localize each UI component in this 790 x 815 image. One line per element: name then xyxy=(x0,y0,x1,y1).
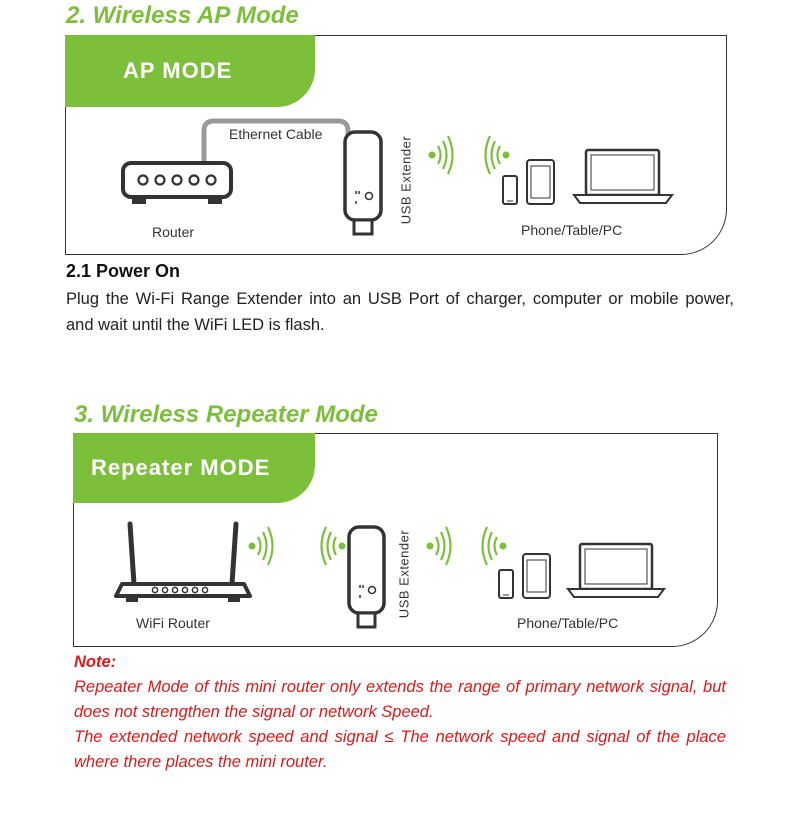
devices-wifi-in-icon xyxy=(481,526,507,566)
phone-icon xyxy=(502,175,518,205)
note-label: Note: xyxy=(74,653,117,671)
laptop-icon xyxy=(566,542,666,598)
devices-label: Phone/Table/PC xyxy=(517,615,619,631)
section-title-repeater: 3. Wireless Repeater Mode xyxy=(74,401,378,428)
laptop-icon xyxy=(572,148,674,204)
router-icon xyxy=(121,161,233,204)
ap-diagram xyxy=(121,118,674,236)
ap-mode-tab-label: AP MODE xyxy=(123,58,233,83)
repeater-diagram xyxy=(114,521,666,629)
tablet-icon xyxy=(522,553,551,599)
power-on-text: Plug the Wi-Fi Range Extender into an US… xyxy=(66,290,734,334)
usb-extender-label: USB Extender xyxy=(396,529,412,619)
repeater-mode-tab: Repeater MODE xyxy=(73,433,315,503)
note-line-2: The extended network speed and signal ≤ … xyxy=(74,728,726,771)
power-on-heading: 2.1 Power On xyxy=(66,261,181,281)
usb-extender-icon xyxy=(347,525,386,629)
ap-mode-panel: AP MODE xyxy=(65,35,727,255)
section-title-ap: 2. Wireless AP Mode xyxy=(66,2,299,29)
extender-wifi-out-icon xyxy=(426,526,452,566)
repeater-mode-panel: Repeater MODE xyxy=(73,433,718,647)
repeater-mode-tab-label: Repeater MODE xyxy=(91,455,271,480)
ethernet-cable-label: Ethernet Cable xyxy=(229,126,323,142)
ethernet-cable xyxy=(201,118,351,164)
note-block: Note: Repeater Mode of this mini router … xyxy=(74,650,726,775)
usb-extender-icon xyxy=(343,130,383,236)
devices-label: Phone/Table/PC xyxy=(521,222,623,238)
phone-icon xyxy=(498,569,514,599)
ap-mode-tab: AP MODE xyxy=(65,35,315,107)
extender-wifi-in-icon xyxy=(320,526,346,566)
wifi-router-label: WiFi Router xyxy=(136,615,210,631)
note-line-1: Repeater Mode of this mini router only e… xyxy=(74,678,726,721)
router-wifi-signal-icon xyxy=(248,526,274,566)
wifi-signal-out-icon xyxy=(428,135,454,175)
usb-extender-label: USB Extender xyxy=(398,135,414,225)
tablet-icon xyxy=(526,159,555,205)
wifi-signal-in-icon xyxy=(484,135,510,175)
wifi-router-icon xyxy=(114,521,252,602)
router-label: Router xyxy=(152,224,195,240)
